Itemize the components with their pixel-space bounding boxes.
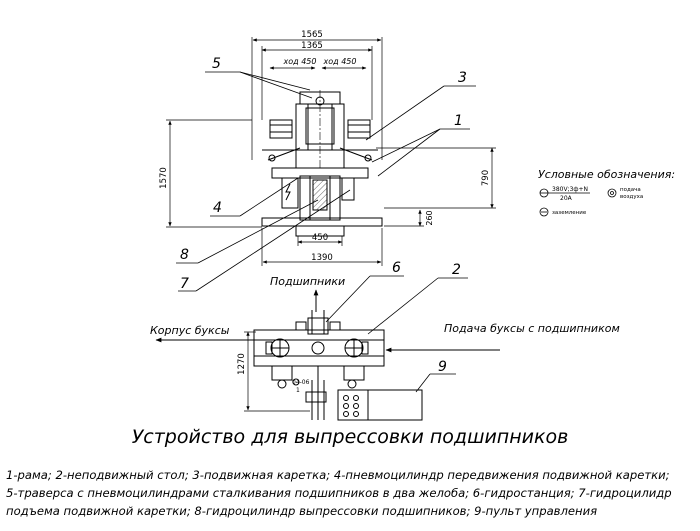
flow-bearings: Подшипники bbox=[270, 275, 345, 288]
air-supply-icon bbox=[607, 188, 617, 198]
dim-plan-depth: 1270 bbox=[237, 353, 247, 375]
callout-4: 4 bbox=[213, 200, 222, 216]
legend-power-line2: 20А bbox=[560, 195, 573, 202]
drawing-title: Устройство для выпрессовки подшипников bbox=[131, 426, 569, 448]
leader-lines bbox=[176, 71, 476, 292]
legend-caption: 1-рама; 2-неподвижный стол; 3-подвижная … bbox=[6, 466, 696, 520]
flow-arrows bbox=[155, 289, 500, 353]
top-dimensions bbox=[251, 37, 383, 160]
dim-height-table: 790 bbox=[481, 170, 491, 186]
dim-inner-width: 1365 bbox=[301, 41, 323, 51]
plan-view bbox=[253, 310, 385, 420]
plan-leaders bbox=[325, 275, 468, 393]
callout-8: 8 bbox=[180, 247, 189, 263]
callout-3: 3 bbox=[458, 70, 467, 86]
dim-height-total: 1570 bbox=[159, 167, 169, 189]
ground-icon bbox=[539, 207, 549, 217]
legend-ground: заземление bbox=[552, 210, 587, 216]
flow-axlebox-body: Корпус буксы bbox=[150, 324, 230, 337]
panel-button-icon bbox=[343, 395, 349, 401]
flow-feed: Подача буксы с подшипником bbox=[444, 322, 620, 335]
dim-height-base: 260 bbox=[425, 210, 434, 225]
legend-title: Условные обозначения: bbox=[538, 168, 675, 181]
dim-base-width: 1390 bbox=[311, 253, 333, 263]
control-panel bbox=[337, 389, 423, 421]
callout-6: 6 bbox=[392, 260, 401, 276]
legend-air-line2: воздуха bbox=[620, 194, 643, 200]
callout-9: 9 bbox=[438, 359, 447, 375]
legend-power-line1: 380V;3ф+N bbox=[552, 186, 588, 193]
dim-stroke-right: ход 450 bbox=[323, 57, 357, 66]
callout-2: 2 bbox=[452, 262, 461, 278]
callout-5: 5 bbox=[212, 56, 221, 72]
caption-line-1: 1-рама; 2-неподвижный стол; 3-подвижная … bbox=[6, 468, 670, 482]
dim-stroke-left: ход 450 bbox=[283, 57, 317, 66]
callout-1: 1 bbox=[454, 113, 463, 129]
caption-line-3: подъема подвижной каретки; 8-гидроцилинд… bbox=[6, 504, 598, 518]
legend-symbols bbox=[539, 188, 617, 217]
legend-air-line1: подача bbox=[620, 187, 641, 193]
caption-line-2: 5-траверса с пневмоцилиндрами сталкивани… bbox=[6, 486, 672, 500]
dim-base-inner: 450 bbox=[312, 233, 328, 243]
elevation-view bbox=[261, 90, 383, 237]
callout-7: 7 bbox=[180, 276, 189, 292]
dim-overall-width: 1565 bbox=[301, 30, 323, 40]
detail-label-1: 04-06 bbox=[292, 379, 310, 386]
detail-label-2: 1 bbox=[296, 387, 300, 394]
